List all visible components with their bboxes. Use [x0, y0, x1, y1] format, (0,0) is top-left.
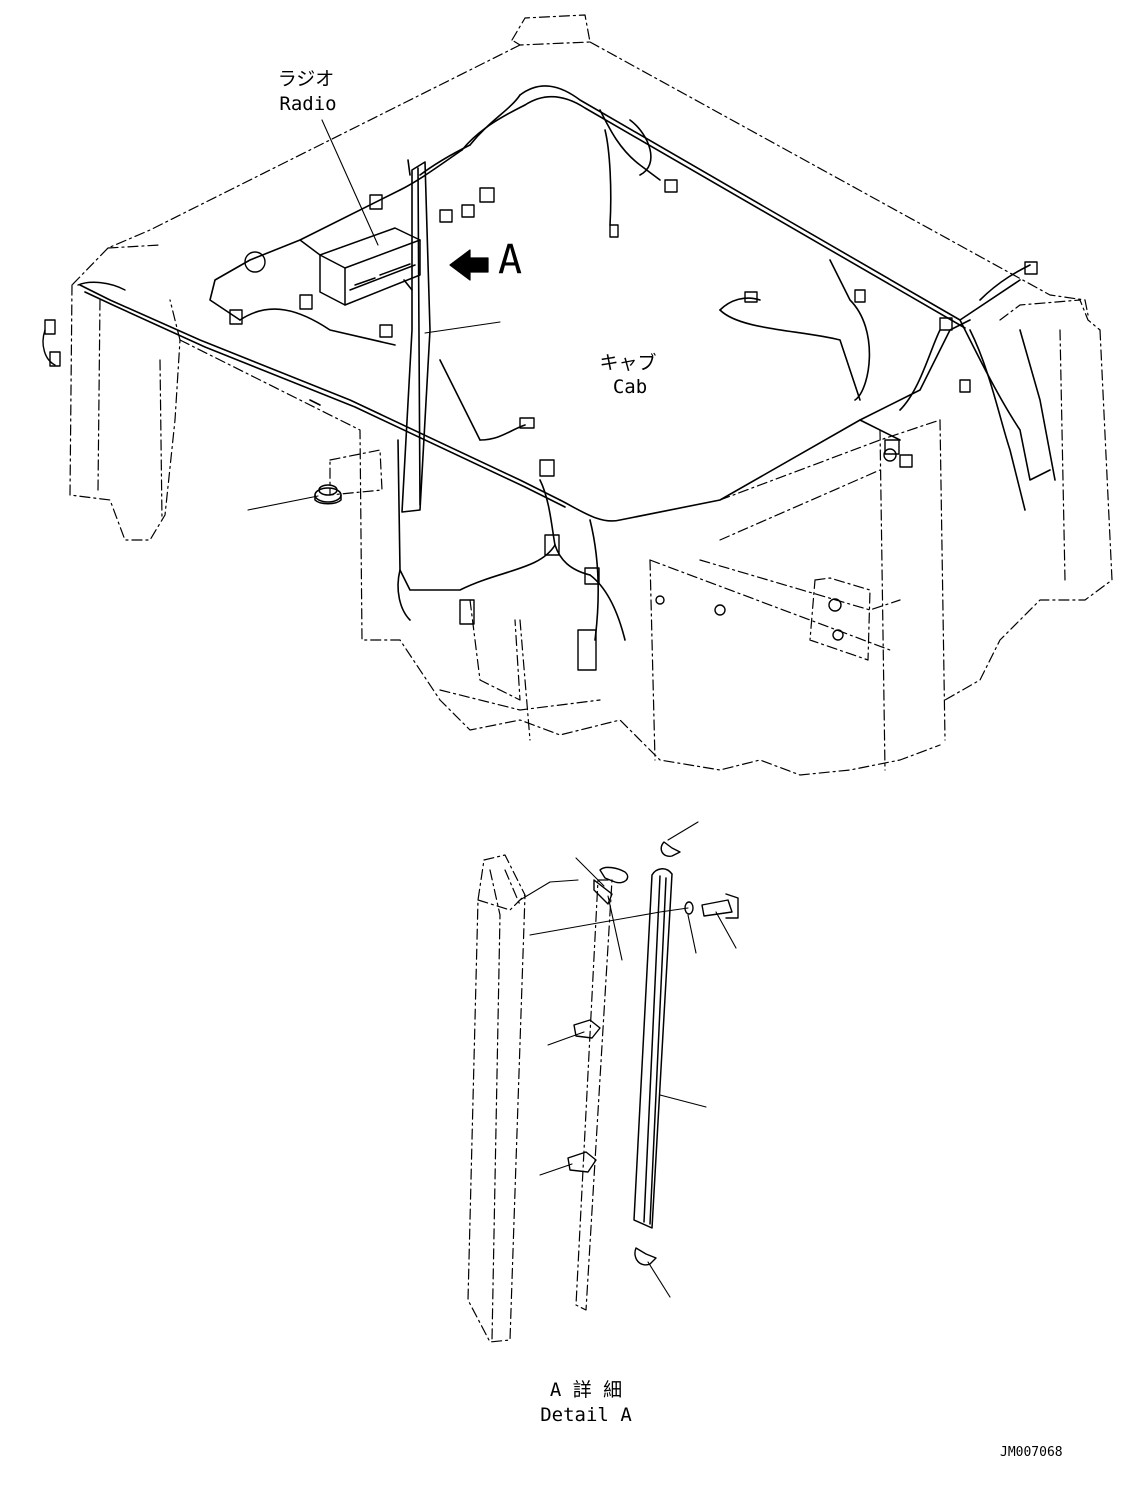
radio-label-ja: ラジオ: [277, 68, 335, 90]
wire-harness: [79, 85, 1056, 641]
detail-a-leaders: [519, 821, 737, 1298]
detail-a-clips: [567, 841, 739, 1266]
detail-a-label-ja: A 詳 細: [549, 1379, 623, 1401]
radio-unit: [299, 227, 421, 306]
cab-label-en: Cab: [612, 376, 648, 398]
leader-lines-top: [247, 119, 501, 511]
cab-outline: [69, 14, 1113, 776]
view-arrow: [449, 249, 489, 281]
radio-label-en: Radio: [279, 93, 337, 115]
connectors: [42, 179, 1038, 671]
grommet: [314, 484, 342, 505]
drawing-id: JM007068: [1000, 1445, 1063, 1460]
pillar-trim: [401, 159, 431, 513]
cab-label-ja: キャブ: [599, 352, 657, 374]
detail-a-pillar: [467, 854, 613, 1343]
detail-a-trim: [633, 868, 673, 1229]
view-marker-a: A: [498, 237, 523, 283]
detail-a-label-en: Detail A: [540, 1404, 632, 1426]
